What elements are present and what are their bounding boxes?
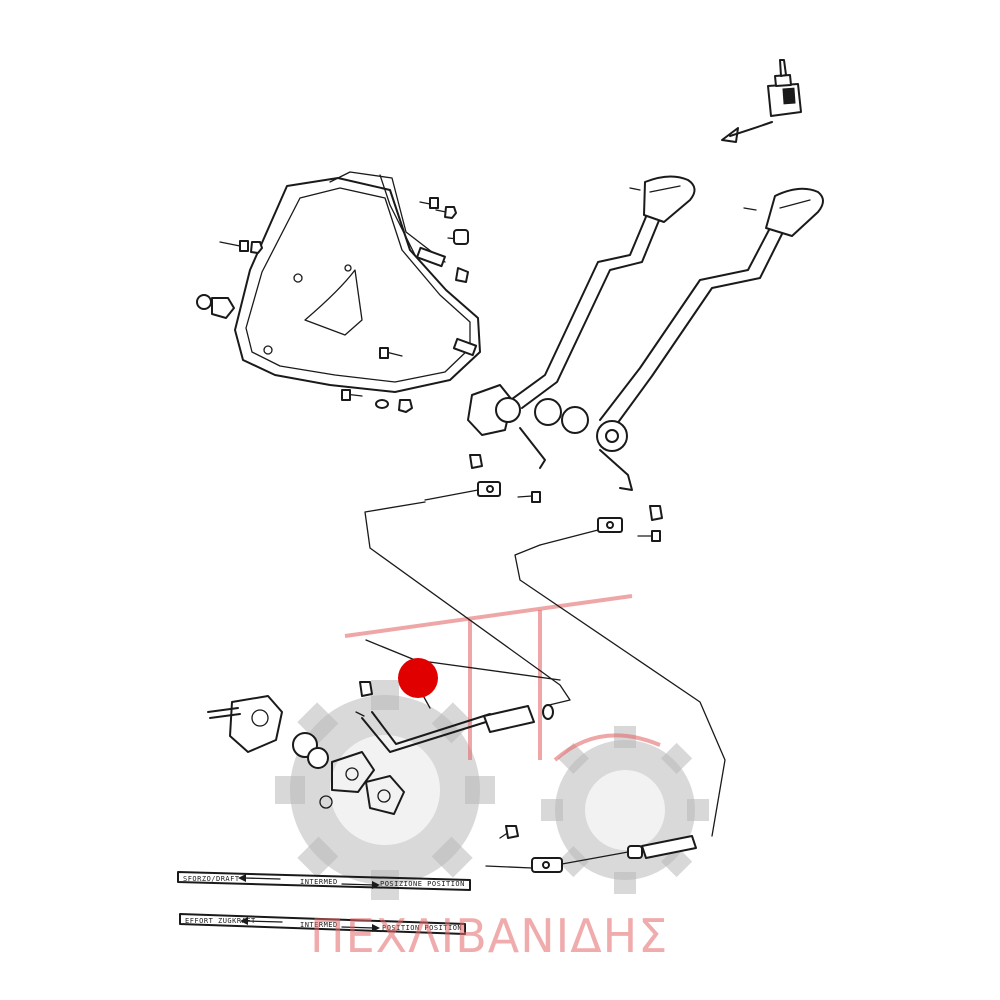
watermark-text: ΠΕΧΛΙΒΑΝΙΔΗΣ	[310, 909, 668, 963]
placard-1-left-text: SFORZO/DRAFT	[183, 875, 240, 883]
placard-2: EFFORT ZUGKRAFT INTERMED POSITION POSITI…	[179, 913, 466, 935]
placard-2-left-text: EFFORT ZUGKRAFT	[185, 917, 256, 925]
lift-housing	[234, 171, 481, 393]
placard-1-right-text: POSIZIONE POSITION	[380, 880, 465, 888]
control-levers	[467, 175, 824, 491]
lower-linkage	[207, 681, 697, 873]
housing-bolts	[196, 197, 469, 413]
lubricate-arrow-icon	[721, 121, 773, 143]
placard-2-middle-text: INTERMED	[300, 921, 338, 929]
placard-1: SFORZO/DRAFT INTERMED POSIZIONE POSITION	[177, 871, 471, 891]
tractor-logo-watermark	[275, 594, 709, 900]
oil-bottle-icon	[767, 59, 802, 117]
placard-2-right-text: POSITION POSITION	[382, 924, 462, 932]
placard-1-middle-text: INTERMED	[300, 878, 338, 886]
callout-marker	[398, 658, 438, 698]
